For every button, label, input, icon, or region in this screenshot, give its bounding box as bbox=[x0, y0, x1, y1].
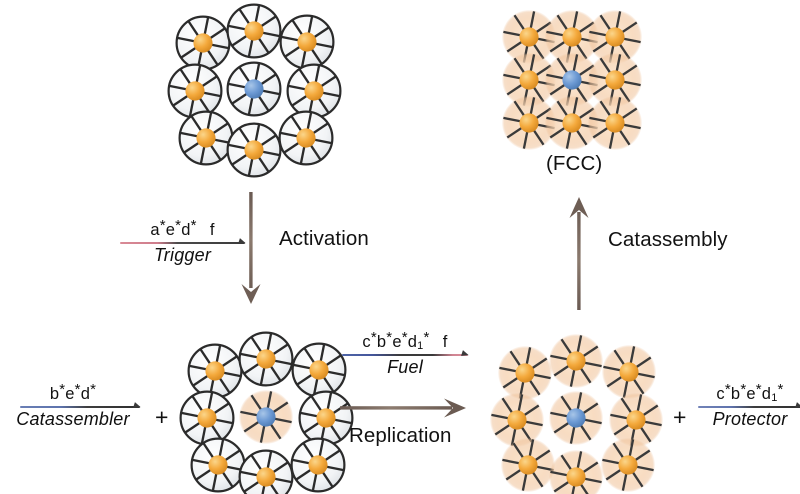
reagent-protector-formula: c*b*e*d1* bbox=[716, 380, 784, 404]
fcc-node bbox=[543, 8, 601, 66]
cluster-node bbox=[290, 341, 348, 399]
cluster-node bbox=[278, 13, 336, 71]
cluster-replicated bbox=[488, 332, 663, 494]
cluster-node bbox=[599, 436, 657, 494]
cluster-node bbox=[174, 14, 232, 72]
cluster-node bbox=[547, 448, 605, 494]
plus-operator-right: + bbox=[673, 404, 687, 430]
replication-label: Replication bbox=[349, 424, 452, 447]
reagent-trigger-formula: a*e*d* f bbox=[150, 216, 215, 239]
replication-arrow-right bbox=[340, 396, 470, 422]
reagent-catassembler-name: Catassembler bbox=[16, 409, 130, 430]
activation-arrow-down bbox=[239, 192, 263, 306]
reagent-fuel-name: Fuel bbox=[387, 357, 423, 378]
cluster-node bbox=[289, 436, 347, 494]
reagent-fuel-formula: c*b*e*d1* f bbox=[362, 328, 448, 352]
plus-operator-left: + bbox=[155, 404, 169, 430]
activation-label: Activation bbox=[279, 227, 369, 250]
cluster-node bbox=[237, 330, 295, 388]
cluster-activated bbox=[178, 330, 354, 494]
fcc-node bbox=[500, 8, 558, 66]
reagent-catassembler-formula: b*e*d* bbox=[49, 380, 97, 403]
cluster-node-center bbox=[225, 60, 283, 118]
cluster-node bbox=[189, 436, 247, 494]
fcc-node bbox=[586, 94, 644, 152]
cluster-node bbox=[607, 391, 665, 449]
cluster-node bbox=[547, 332, 605, 390]
cluster-node bbox=[285, 62, 343, 120]
fcc-node bbox=[586, 51, 644, 109]
reagent-protector-name: Protector bbox=[712, 409, 788, 430]
cluster-node-center bbox=[237, 388, 295, 446]
fcc-node bbox=[543, 94, 601, 152]
cluster-node bbox=[297, 389, 355, 447]
cluster-inactive-reactant bbox=[166, 2, 342, 178]
reagent-protector: c*b*e*d1* Protector bbox=[698, 380, 800, 430]
reagent-trigger-rule bbox=[120, 238, 247, 247]
fcc-caption: (FCC) bbox=[546, 152, 603, 175]
cluster-node bbox=[488, 391, 546, 449]
cluster-node bbox=[225, 2, 283, 60]
catassembly-label: Catassembly bbox=[608, 228, 728, 251]
cluster-node bbox=[277, 109, 335, 167]
cluster-node bbox=[499, 436, 557, 494]
cluster-fcc-lattice bbox=[500, 8, 642, 150]
cluster-node bbox=[166, 62, 224, 120]
cluster-node-center bbox=[547, 389, 605, 447]
cluster-node bbox=[225, 121, 283, 179]
reagent-protector-rule bbox=[698, 402, 800, 411]
cluster-node bbox=[237, 448, 295, 494]
reagent-trigger-name: Trigger bbox=[153, 245, 212, 266]
reagent-trigger: a*e*d* f Trigger bbox=[120, 216, 247, 266]
cluster-node bbox=[177, 109, 235, 167]
fcc-node bbox=[500, 94, 558, 152]
reagent-catassembler: b*e*d* Catassembler bbox=[0, 380, 148, 430]
reagent-fuel: c*b*e*d1* f Fuel bbox=[342, 328, 470, 378]
cluster-node bbox=[600, 343, 658, 401]
reagent-fuel-rule bbox=[342, 350, 470, 359]
cluster-node bbox=[496, 344, 554, 402]
fcc-node-center bbox=[543, 51, 601, 109]
catassembly-arrow-up bbox=[567, 194, 591, 310]
reagent-catassembler-rule bbox=[0, 402, 148, 411]
